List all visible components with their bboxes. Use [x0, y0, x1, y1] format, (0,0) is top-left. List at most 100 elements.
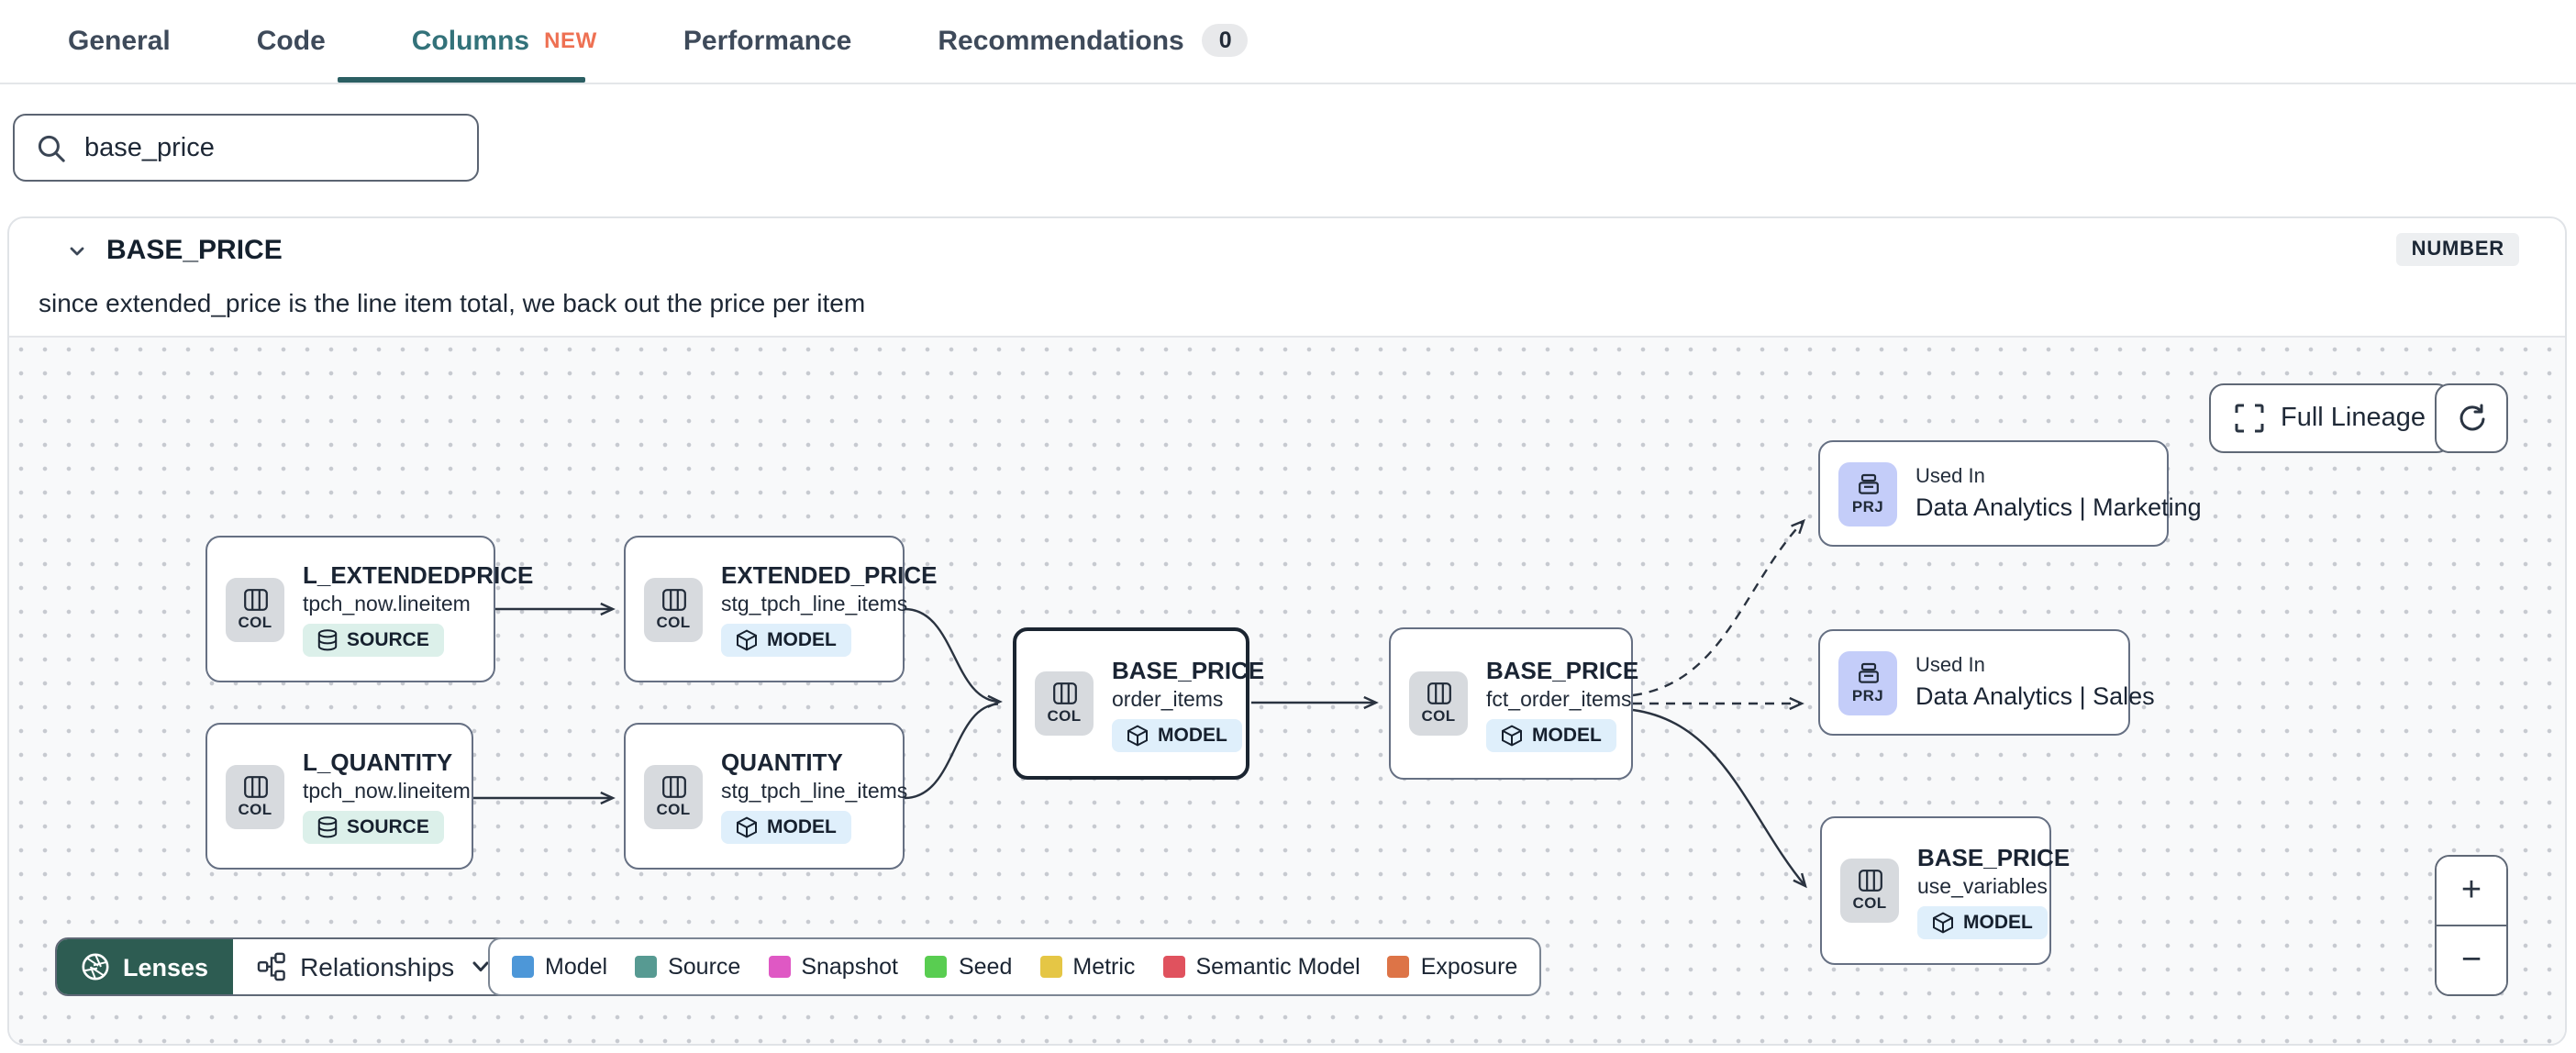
node-title: EXTENDED_PRICE [721, 561, 938, 589]
resource-type-badge: MODEL [721, 624, 851, 657]
column-panel-header: BASE_PRICE NUMBER since extended_price i… [9, 218, 2565, 336]
lenses-button[interactable]: Lenses [57, 939, 233, 994]
lineage-node-used-in-marketing[interactable]: PRJ Used In Data Analytics | Marketing [1818, 440, 2202, 547]
project-icon [1858, 472, 1878, 493]
cube-icon [1502, 724, 1522, 746]
source-swatch [635, 956, 658, 978]
cube-icon [737, 816, 757, 838]
resource-type-badge: SOURCE [303, 811, 444, 844]
relationships-label: Relationships [300, 952, 455, 981]
node-subtitle: tpch_now.lineitem [303, 781, 471, 804]
column-panel: BASE_PRICE NUMBER since extended_price i… [7, 216, 2567, 1046]
lineage-node-base-price-use-variables[interactable]: COL BASE_PRICE use_variables MODEL [1820, 816, 2070, 965]
seed-swatch [925, 956, 948, 978]
semantic-model-swatch [1162, 956, 1185, 978]
column-chip: COL [1409, 671, 1468, 736]
node-title: BASE_PRICE [1112, 656, 1265, 683]
lenses-label: Lenses [123, 953, 209, 981]
columns-icon [1427, 682, 1450, 704]
lineage-edges [473, 518, 1807, 889]
node-subtitle: order_items [1112, 689, 1224, 711]
project-chip: PRJ [1838, 650, 1897, 715]
lineage-node-quantity[interactable]: COL QUANTITY stg_tpch_line_items MODEL [624, 723, 908, 870]
node-subtitle: use_variables [1917, 876, 2048, 898]
column-search[interactable] [13, 114, 479, 182]
chip-label: COL [1047, 706, 1082, 725]
refresh-icon [2459, 403, 2484, 430]
legend-item-seed: Seed [925, 954, 1012, 980]
lens-aperture-icon [82, 953, 109, 981]
lineage-node-extended-price[interactable]: COL EXTENDED_PRICE stg_tpch_line_items M… [624, 536, 938, 682]
zoom-controls: + − [2435, 855, 2508, 996]
column-chip: COL [226, 764, 284, 828]
column-chip: COL [644, 577, 703, 641]
full-lineage-label: Full Lineage [2281, 404, 2426, 433]
expand-icon [2235, 404, 2264, 433]
tab-columns-label: Columns [411, 25, 530, 56]
chevron-down-icon[interactable] [64, 238, 90, 264]
columns-icon [243, 588, 267, 610]
search-input[interactable] [81, 131, 437, 164]
chip-label: COL [656, 612, 691, 630]
tab-columns[interactable]: Columns NEW [412, 25, 597, 56]
refresh-button[interactable] [2435, 383, 2508, 453]
lineage-node-base-price-fct-order-items[interactable]: COL BASE_PRICE fct_order_items MODEL [1389, 627, 1638, 780]
lenses-control: Lenses Relationships [55, 937, 517, 996]
column-chip: COL [1035, 671, 1094, 736]
project-icon [1858, 661, 1878, 682]
full-lineage-button[interactable]: Full Lineage [2209, 383, 2451, 453]
cube-icon [1127, 724, 1148, 746]
chip-label: PRJ [1851, 496, 1884, 515]
columns-icon [661, 775, 685, 797]
columns-icon [661, 588, 685, 610]
node-title: QUANTITY [721, 748, 843, 776]
badge-label: MODEL [767, 629, 837, 651]
tab-general[interactable]: General [68, 25, 171, 56]
node-subtitle: fct_order_items [1486, 689, 1632, 711]
tab-bar: General Code Columns NEW Performance Rec… [0, 0, 2576, 84]
resource-type-badge: SOURCE [303, 624, 444, 657]
active-tab-underline [338, 77, 585, 83]
lineage-canvas[interactable]: COL L_EXTENDEDPRICE tpch_now.lineitem SO… [9, 336, 2565, 1044]
chip-label: COL [1852, 893, 1887, 912]
recommendations-count-badge: 0 [1202, 24, 1249, 57]
relationships-dropdown[interactable]: Relationships [232, 939, 516, 994]
badge-label: MODEL [1963, 911, 2033, 933]
cube-icon [737, 629, 757, 651]
badge-label: MODEL [1158, 724, 1227, 746]
zoom-out-button[interactable]: − [2437, 926, 2506, 994]
node-title: Data Analytics | Sales [1915, 682, 2155, 710]
search-icon [38, 134, 65, 161]
lineage-node-base-price-order-items[interactable]: COL BASE_PRICE order_items MODEL [1013, 627, 1264, 780]
model-swatch [512, 956, 534, 978]
lineage-node-l-extendedprice[interactable]: COL L_EXTENDEDPRICE tpch_now.lineitem SO… [205, 536, 533, 682]
badge-label: MODEL [767, 816, 837, 838]
column-type-badge: NUMBER [2396, 233, 2519, 266]
resource-type-badge: MODEL [1486, 718, 1616, 751]
tab-recommendations-label: Recommendations [938, 25, 1184, 56]
column-description: since extended_price is the line item to… [39, 288, 866, 317]
column-chip: COL [1840, 859, 1899, 923]
node-subtitle: stg_tpch_line_items [721, 781, 908, 804]
zoom-in-button[interactable]: + [2437, 857, 2506, 926]
node-subtitle: stg_tpch_line_items [721, 594, 908, 616]
node-title: L_QUANTITY [303, 748, 453, 776]
legend-label: Source [668, 954, 741, 980]
legend-label: Metric [1072, 954, 1136, 980]
legend-item-source: Source [635, 954, 740, 980]
new-badge: NEW [544, 28, 597, 53]
tab-performance[interactable]: Performance [683, 25, 852, 56]
node-title: BASE_PRICE [1917, 843, 2071, 870]
resource-type-badge: MODEL [1917, 905, 2048, 938]
metric-swatch [1039, 956, 1062, 978]
legend-item-model: Model [512, 954, 607, 980]
tab-code[interactable]: Code [256, 25, 326, 56]
lineage-node-l-quantity[interactable]: COL L_QUANTITY tpch_now.lineitem SOURCE [205, 723, 473, 870]
chip-label: PRJ [1851, 685, 1884, 704]
legend-label: Snapshot [801, 954, 898, 980]
chip-label: COL [238, 799, 272, 817]
node-title: Data Analytics | Marketing [1915, 493, 2202, 521]
lineage-node-used-in-sales[interactable]: PRJ Used In Data Analytics | Sales [1818, 629, 2155, 736]
legend-item-metric: Metric [1039, 954, 1135, 980]
tab-recommendations[interactable]: Recommendations 0 [938, 24, 1249, 57]
